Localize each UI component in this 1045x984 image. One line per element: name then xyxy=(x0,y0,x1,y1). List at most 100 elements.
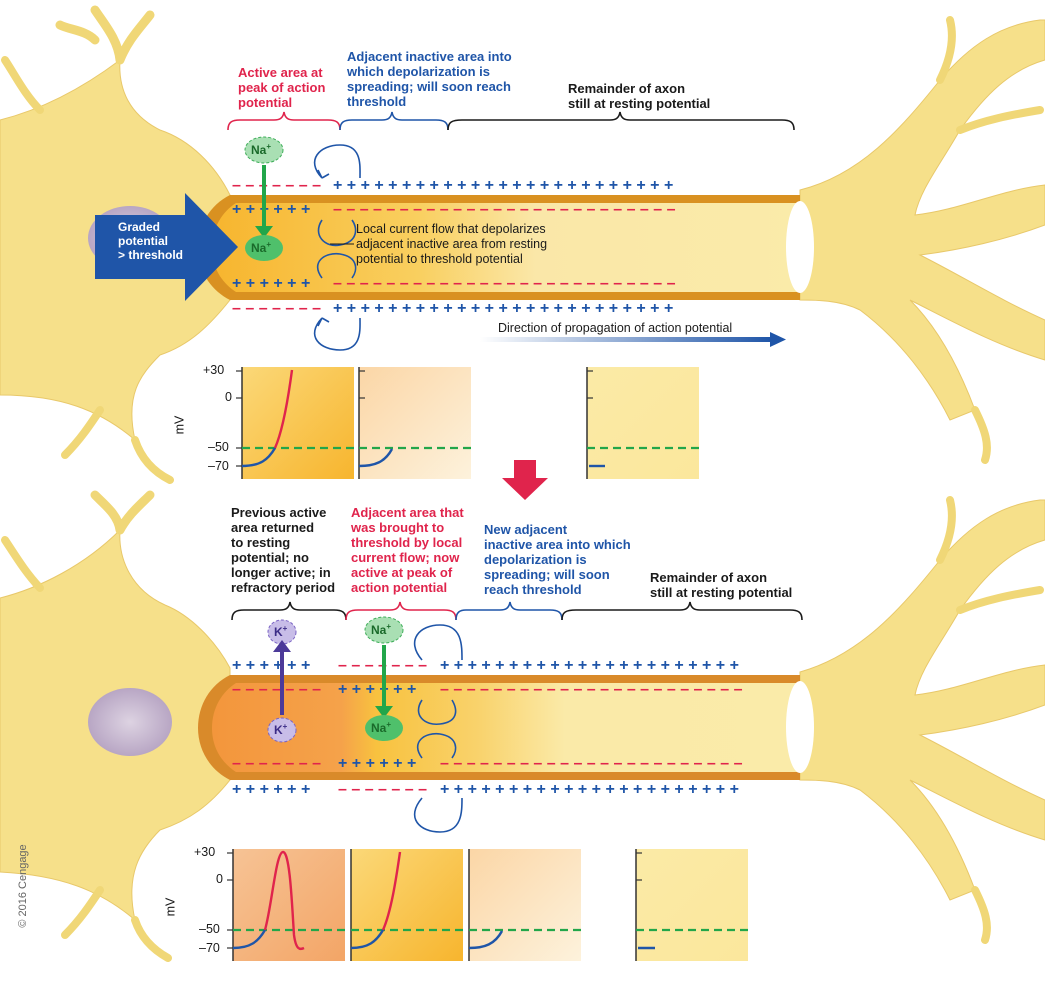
label-line: was brought to xyxy=(351,520,445,535)
bottom-axis-unit: mV xyxy=(163,897,178,917)
label-line: Adjacent inactive area into xyxy=(347,49,512,64)
bottom-new-adjacent-label: New adjacent inactive area into which de… xyxy=(484,522,631,597)
label-line: reach threshold xyxy=(484,582,582,597)
label-line: Adjacent area that xyxy=(351,505,464,520)
label-line: current flow; now xyxy=(351,550,460,565)
label-line: threshold xyxy=(347,94,407,109)
ion-charge: + xyxy=(266,240,272,249)
propagation-arrow xyxy=(480,332,786,347)
ion-charge: + xyxy=(282,624,288,633)
bottom-remainder-label: Remainder of axon still at resting poten… xyxy=(650,570,792,600)
label-line: Graded xyxy=(118,220,161,234)
ion-symbol: Na xyxy=(251,241,267,255)
label-line: potential xyxy=(118,234,168,248)
svg-text:+ + + + + + + + + + + + + + +: + + + + + + + + + + + + + + + + + + + + … xyxy=(333,177,673,194)
bottom-sodium-inside-label: Na+ xyxy=(371,720,391,735)
top-active-area-label: Active area at peak of action potential xyxy=(238,65,325,110)
label-line: still at resting potential xyxy=(568,96,711,111)
svg-text:+ + + + + +: + + + + + + xyxy=(232,201,310,218)
label-line: Active area at xyxy=(238,65,323,80)
label-line: to resting xyxy=(231,535,291,550)
ion-symbol: Na xyxy=(371,623,387,637)
ion-symbol: Na xyxy=(371,721,387,735)
svg-text:– – – – – – –: – – – – – – – xyxy=(338,781,427,798)
bottom-potassium-outside-label: K+ xyxy=(274,624,287,639)
label-line: Remainder of axon xyxy=(650,570,768,585)
bottom-graphs xyxy=(227,849,748,961)
bottom-current-loops xyxy=(413,624,463,833)
bottom-tick-minus50: –50 xyxy=(199,922,220,936)
top-tick-minus70: –70 xyxy=(208,459,229,473)
top-remainder-label: Remainder of axon still at resting poten… xyxy=(568,81,710,111)
graded-potential-label: Graded potential > threshold xyxy=(118,220,183,262)
ion-symbol: K xyxy=(274,625,283,639)
label-line: potential; no xyxy=(231,550,309,565)
bottom-tick-plus30: +30 xyxy=(194,845,216,859)
label-line: spreading; will soon reach xyxy=(347,79,511,94)
top-current-loops xyxy=(313,144,361,351)
svg-text:+ + + + + +: + + + + + + xyxy=(232,275,310,292)
top-tick-plus30: +30 xyxy=(203,363,225,377)
label-line: inactive area into which xyxy=(484,537,631,552)
svg-text:+ + + + + +: + + + + + + xyxy=(338,755,416,772)
label-line: threshold by local xyxy=(351,535,463,550)
ion-charge: + xyxy=(386,622,392,631)
svg-text:– – – – – – – – – – – – – – –: – – – – – – – – – – – – – – – – – – – – … xyxy=(440,681,743,698)
ion-symbol: Na xyxy=(251,143,267,157)
bottom-braces xyxy=(231,601,803,621)
propagation-direction-label: Direction of propagation of action poten… xyxy=(498,321,733,335)
top-sodium xyxy=(244,136,284,261)
bottom-sodium-outside-label: Na+ xyxy=(371,622,391,637)
top-outer-charges: – – – – – – – + + + + + + + + + + + + + … xyxy=(232,177,676,317)
svg-text:+ + + + + + + + + + + + + + +: + + + + + + + + + + + + + + + + + + + + … xyxy=(440,657,739,674)
svg-text:– – – – – – –: – – – – – – – xyxy=(232,300,321,317)
label-line: spreading; will soon xyxy=(484,567,610,582)
svg-text:+ + + + + + + + + + + + + + +: + + + + + + + + + + + + + + + + + + + + … xyxy=(333,300,673,317)
top-tick-minus50: –50 xyxy=(208,440,229,454)
label-line: adjacent inactive area from resting xyxy=(356,237,548,251)
local-current-label: Local current flow that depolarizes adja… xyxy=(356,222,547,267)
ion-symbol: K xyxy=(274,723,283,737)
top-graphs xyxy=(236,367,699,479)
label-line: which depolarization is xyxy=(347,64,491,79)
top-adjacent-area-label: Adjacent inactive area into which depola… xyxy=(347,49,512,109)
label-line: Local current flow that depolarizes xyxy=(356,222,546,236)
svg-text:– – – – – – –: – – – – – – – xyxy=(232,755,321,772)
label-line: still at resting potential xyxy=(650,585,793,600)
top-sodium-outside-label: Na+ xyxy=(251,142,271,157)
bottom-previous-area-label: Previous active area returned to resting… xyxy=(231,505,335,595)
label-line: peak of action xyxy=(238,80,326,95)
svg-text:+ + + + + + + + + + + + + + +: + + + + + + + + + + + + + + + + + + + + … xyxy=(440,781,739,798)
label-line: refractory period xyxy=(231,580,336,595)
bottom-brought-area-label: Adjacent area that was brought to thresh… xyxy=(351,505,464,595)
label-line: > threshold xyxy=(118,248,184,262)
bottom-neuron xyxy=(0,490,1045,962)
bottom-ions xyxy=(267,616,404,743)
svg-text:– – – – – – –: – – – – – – – xyxy=(232,681,321,698)
svg-text:+ + + + + +: + + + + + + xyxy=(232,781,310,798)
top-braces xyxy=(227,111,795,131)
svg-text:– – – – – – – – – – – – – – –: – – – – – – – – – – – – – – – – – – – – … xyxy=(440,755,743,772)
svg-text:+ + + + + +: + + + + + + xyxy=(232,657,310,674)
copyright-credit: © 2016 Cengage xyxy=(17,844,29,928)
label-line: Previous active xyxy=(231,505,327,520)
svg-text:– – – – – – – – – – – – – – –: – – – – – – – – – – – – – – – – – – – – … xyxy=(333,275,676,292)
label-line: action potential xyxy=(351,580,448,595)
label-line: area returned xyxy=(231,520,315,535)
ion-charge: + xyxy=(386,720,392,729)
label-line: longer active; in xyxy=(231,565,331,580)
top-sodium-inside-label: Na+ xyxy=(251,240,271,255)
transition-arrow xyxy=(502,460,548,500)
label-line: active at peak of xyxy=(351,565,453,580)
top-tick-0: 0 xyxy=(225,390,232,404)
label-line: potential to threshold potential xyxy=(356,252,523,266)
bottom-charges: + + + + + + – – – – – – – + + + + + + + … xyxy=(232,657,743,798)
label-line: depolarization is xyxy=(484,552,587,567)
svg-text:+ + + + + +: + + + + + + xyxy=(338,681,416,698)
top-axis-unit: mV xyxy=(172,415,187,435)
bottom-potassium-inside-label: K+ xyxy=(274,722,287,737)
top-neuron xyxy=(0,5,1045,484)
ion-charge: + xyxy=(266,142,272,151)
bottom-tick-minus70: –70 xyxy=(199,941,220,955)
